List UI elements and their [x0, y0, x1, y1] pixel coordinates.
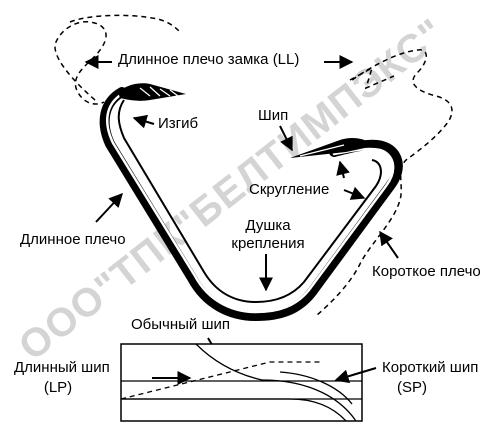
pin-body-highlight	[105, 92, 395, 314]
long-leg-arrow	[95, 192, 123, 223]
bend-tip-hatching	[139, 86, 179, 97]
long-spike-label-line2: (LP)	[44, 379, 72, 396]
bend-tip	[118, 83, 186, 101]
short-leg-label: Короткое плечо	[372, 263, 481, 280]
regular-spike-label: Обычный шип	[131, 316, 230, 333]
spike-types-inset-box	[120, 343, 363, 422]
bend-label: Изгиб	[158, 115, 198, 132]
spike-tip-inner	[299, 144, 345, 157]
eyelet-label-line2: крепления	[231, 235, 304, 252]
rounding-arrow-right	[343, 186, 366, 200]
short-spike-curve-upper	[261, 379, 357, 421]
long-leg-lock-label: Длинное плечо замка (LL)	[118, 51, 299, 68]
short-leg-arrow	[379, 230, 399, 259]
spike-label: Шип	[258, 107, 288, 124]
long-leg-lock-dashed-outline	[54, 20, 107, 105]
pin-body-outer	[99, 87, 403, 321]
long-spike-dashed	[121, 361, 320, 400]
short-leg-dashed-outline	[315, 49, 453, 317]
short-spike-label-line1: Короткий шип	[382, 359, 478, 376]
long-leg-label: Длинное плечо	[20, 231, 126, 248]
eyelet-label-line1: Душка	[245, 217, 291, 234]
short-spike-arrow	[334, 367, 377, 384]
dashed-zigzag	[349, 66, 395, 90]
short-spike-curve-inner	[279, 371, 353, 405]
short-spike-curve	[121, 398, 347, 421]
bend-arrow	[132, 114, 155, 129]
short-spike-label-line2: (SP)	[397, 379, 427, 396]
long-spike-label-line1: Длинный шип	[14, 359, 110, 376]
spike-types-drawing	[121, 344, 362, 421]
regular-spike-curve	[195, 344, 263, 381]
rounding-arrow-up	[336, 160, 350, 179]
pin-inner-line	[117, 99, 382, 304]
long-leg-lock-dashed-outline-top	[69, 14, 181, 33]
rounding-label: Скругление	[249, 181, 329, 198]
spike-arrow	[279, 125, 293, 152]
